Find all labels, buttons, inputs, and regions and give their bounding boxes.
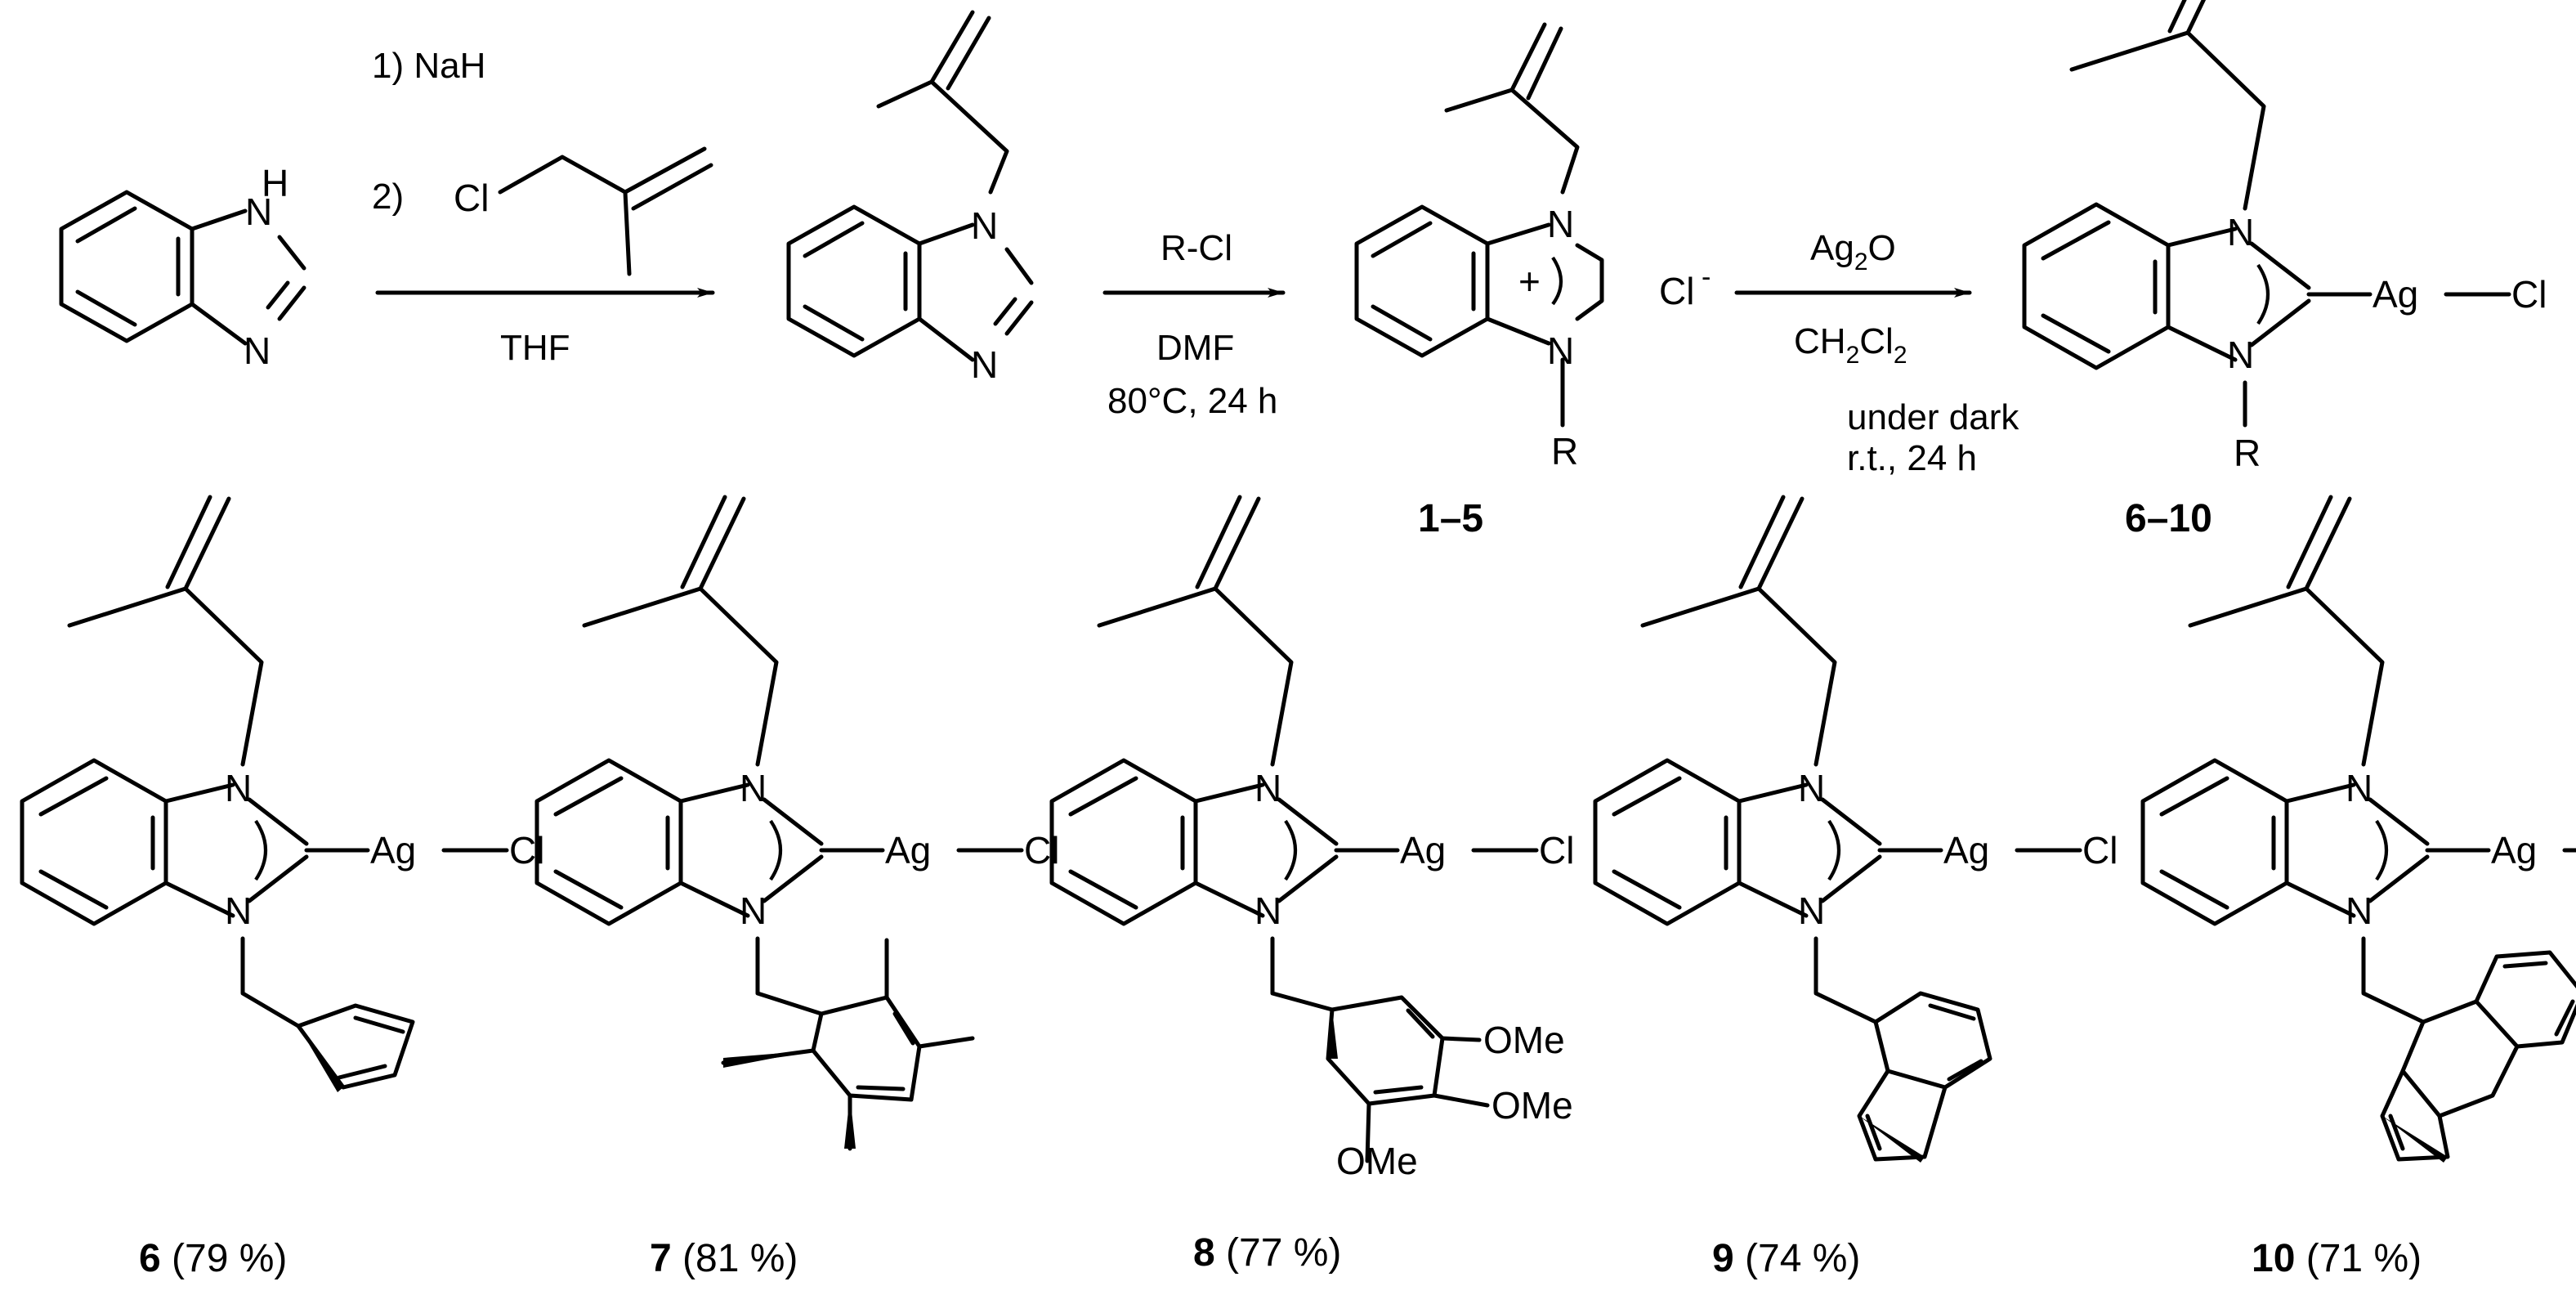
- solvent-thf: THF: [500, 328, 570, 368]
- atom-Ag: Ag: [2491, 829, 2537, 872]
- label-compound-7: 7 (81 %): [650, 1237, 798, 1280]
- atom-Ag: Ag: [885, 829, 931, 872]
- atom-Cl: Cl: [2511, 273, 2547, 316]
- substituent-R: R: [2234, 432, 2261, 474]
- atom-N: N: [971, 343, 998, 386]
- methallyl-benzimidazole-structure: N N: [786, 10, 1034, 386]
- compound-label-salts: 1–5: [1418, 497, 1483, 540]
- benzimidazolium-salt-structure: N + N R Cl - 1–5: [1354, 22, 1711, 540]
- atom-Cl: Cl: [1539, 829, 1574, 872]
- reagent-rcl: R-Cl: [1161, 228, 1232, 268]
- substituent-OMe: OMe: [1483, 1019, 1565, 1061]
- atom-N: N: [1547, 329, 1574, 372]
- nhc-silver-complex-general: N N Ag Cl R 6–10: [2024, 0, 2547, 540]
- conditions-temp-time: 80°C, 24 h: [1107, 381, 1277, 421]
- atom-N: N: [1254, 889, 1281, 932]
- atom-N: N: [1254, 767, 1281, 809]
- solvent-dcm: CH2Cl2: [1794, 321, 1907, 369]
- label-compound-10: 10 (71 %): [2252, 1237, 2422, 1280]
- compound-label-complexes: 6–10: [2125, 497, 2212, 540]
- compound-9-structure: N N Ag Cl: [1595, 497, 2118, 1163]
- counterion-charge: -: [1702, 262, 1711, 293]
- atom-N: N: [740, 767, 767, 809]
- compound-6-structure: N N Ag Cl: [22, 497, 544, 1092]
- step1-conditions: 1) NaH 2) Cl THF: [372, 46, 715, 368]
- atom-Ag: Ag: [1943, 829, 1989, 872]
- atom-N: N: [245, 190, 272, 233]
- reagent-nah: 1) NaH: [372, 46, 485, 86]
- reagent-methallyl-label: 2): [372, 177, 404, 217]
- counterion-chloride: Cl: [1659, 270, 1694, 312]
- atom-N: N: [740, 889, 767, 932]
- compound-7-structure: N N Ag Cl: [537, 497, 1059, 1151]
- compound-labels: 6 (79 %) 7 (81 %) 8 (77 %) 9 (74 %) 10 (…: [139, 1231, 2422, 1280]
- atom-N: N: [244, 329, 271, 372]
- atom-Ag: Ag: [370, 829, 416, 872]
- conditions-rt-time: r.t., 24 h: [1847, 438, 1977, 478]
- atom-N: N: [1547, 203, 1574, 245]
- cationic-charge: +: [1518, 260, 1541, 302]
- atom-N: N: [2227, 211, 2254, 253]
- atom-Cl: Cl: [509, 829, 544, 872]
- solvent-dmf: DMF: [1156, 328, 1234, 368]
- step2-conditions: R-Cl DMF 80°C, 24 h: [1102, 228, 1286, 421]
- atom-N: N: [225, 889, 252, 932]
- substituent-OMe: OMe: [1491, 1084, 1573, 1127]
- substituent-OMe: OMe: [1336, 1140, 1418, 1182]
- atom-Cl: Cl: [1024, 829, 1059, 872]
- atom-N: N: [2346, 889, 2373, 932]
- label-compound-6: 6 (79 %): [139, 1237, 287, 1280]
- atom-N: N: [225, 767, 252, 809]
- benzimidazole-structure: N H N: [59, 162, 306, 372]
- step3-conditions: Ag2O CH2Cl2 under dark r.t., 24 h: [1734, 228, 2019, 478]
- atom-N: N: [1798, 767, 1825, 809]
- atom-H: H: [262, 162, 288, 204]
- compound-10-structure: N N Ag Cl: [2143, 497, 2576, 1163]
- atom-Ag: Ag: [1400, 829, 1446, 872]
- label-compound-8: 8 (77 %): [1193, 1231, 1341, 1275]
- atom-N: N: [971, 204, 998, 247]
- atom-Cl: Cl: [454, 177, 489, 219]
- atom-N: N: [1798, 889, 1825, 932]
- reagent-ag2o: Ag2O: [1810, 228, 1896, 276]
- atom-Cl: Cl: [2082, 829, 2118, 872]
- label-compound-9: 9 (74 %): [1712, 1237, 1860, 1280]
- atom-N: N: [2227, 334, 2254, 376]
- atom-N: N: [2346, 767, 2373, 809]
- conditions-dark: under dark: [1847, 397, 2019, 437]
- substituent-R: R: [1551, 430, 1578, 473]
- compound-8-structure: N N Ag Cl OMe OMe OMe: [1052, 497, 1574, 1182]
- atom-Ag: Ag: [2373, 273, 2418, 316]
